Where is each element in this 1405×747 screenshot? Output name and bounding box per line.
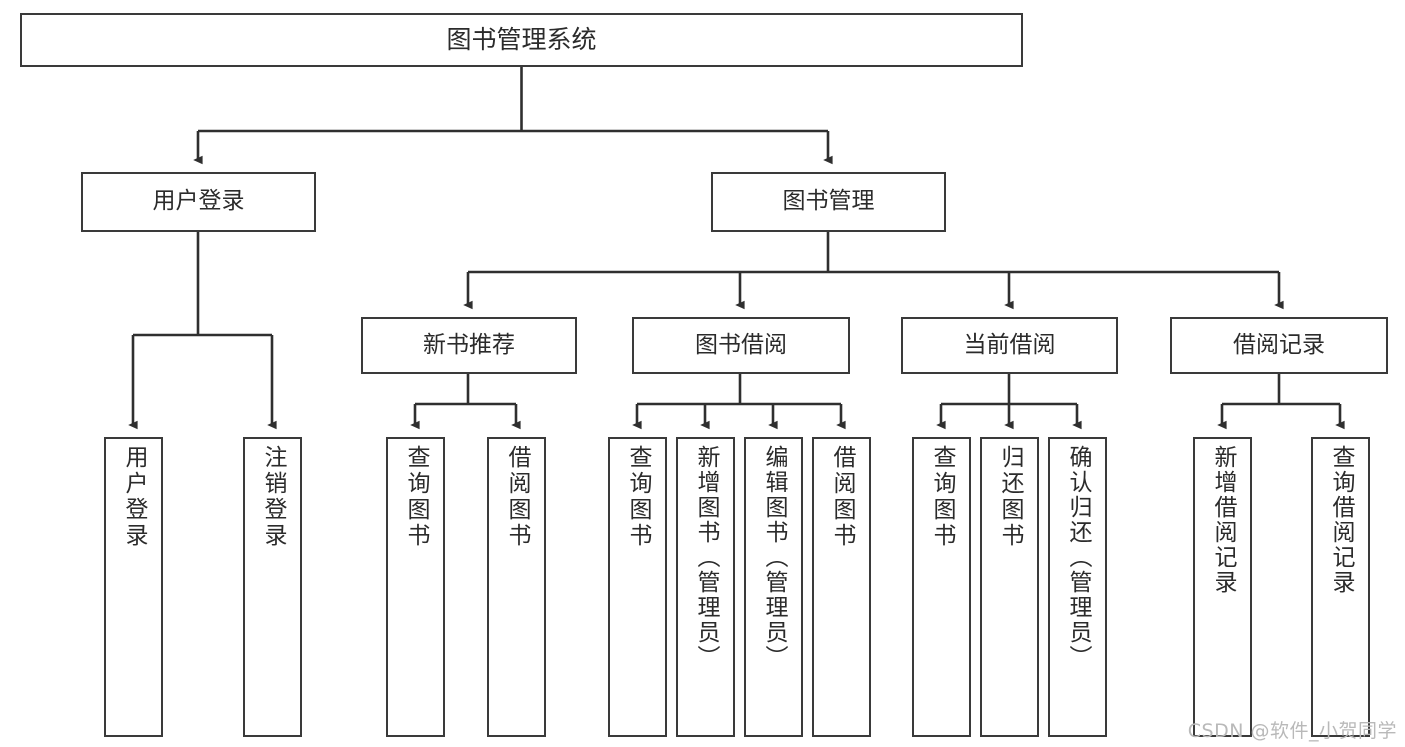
node-book-borrow-label: 图书借阅 <box>695 331 787 358</box>
node-leaf-borrow-add[interactable]: 新增图书（管理员） <box>676 437 735 737</box>
node-leaf-rec-add[interactable]: 新增借阅记录 <box>1193 437 1252 737</box>
node-leaf-borrow-add-label: 新增图书（管理员） <box>693 445 719 670</box>
node-leaf-borrow-do[interactable]: 借阅图书 <box>812 437 871 737</box>
node-leaf-borrow-edit[interactable]: 编辑图书（管理员） <box>744 437 803 737</box>
node-leaf-cur-confirm-label: 确认归还（管理员） <box>1065 445 1091 670</box>
node-current-borrow-label: 当前借阅 <box>963 331 1056 358</box>
node-new-book-rec[interactable]: 新书推荐 <box>361 317 577 374</box>
node-user-login-label: 用户登录 <box>152 188 245 215</box>
node-leaf-borrow-query-label: 查询图书 <box>625 445 651 549</box>
node-book-manage[interactable]: 图书管理 <box>711 172 946 232</box>
csdn-watermark: CSDN @软件_小贺同学 <box>1187 720 1397 742</box>
node-leaf-cur-return-label: 归还图书 <box>997 445 1023 549</box>
node-leaf-rec-query-record[interactable]: 查询借阅记录 <box>1311 437 1370 737</box>
node-leaf-rec-add-label: 新增借阅记录 <box>1210 445 1236 595</box>
node-leaf-rec-borrow[interactable]: 借阅图书 <box>487 437 546 737</box>
node-new-book-rec-label: 新书推荐 <box>423 331 515 358</box>
node-leaf-rec-query-record-label: 查询借阅记录 <box>1328 445 1354 595</box>
node-leaf-user-login-label: 用户登录 <box>121 445 147 549</box>
node-leaf-cur-query[interactable]: 查询图书 <box>912 437 971 737</box>
node-leaf-cur-query-label: 查询图书 <box>929 445 955 549</box>
node-leaf-rec-query-label: 查询图书 <box>403 445 429 549</box>
node-root[interactable]: 图书管理系统 <box>20 13 1023 67</box>
node-book-borrow[interactable]: 图书借阅 <box>632 317 850 374</box>
node-leaf-user-login[interactable]: 用户登录 <box>104 437 163 737</box>
node-user-login[interactable]: 用户登录 <box>81 172 316 232</box>
node-leaf-borrow-query[interactable]: 查询图书 <box>608 437 667 737</box>
node-root-label: 图书管理系统 <box>446 25 597 54</box>
node-borrow-record-label: 借阅记录 <box>1233 331 1325 358</box>
node-borrow-record[interactable]: 借阅记录 <box>1170 317 1388 374</box>
node-leaf-rec-borrow-label: 借阅图书 <box>504 445 530 549</box>
node-current-borrow[interactable]: 当前借阅 <box>901 317 1118 374</box>
node-leaf-cur-return[interactable]: 归还图书 <box>980 437 1039 737</box>
node-book-manage-label: 图书管理 <box>782 188 875 215</box>
node-leaf-user-logout[interactable]: 注销登录 <box>243 437 302 737</box>
node-leaf-user-logout-label: 注销登录 <box>260 445 286 549</box>
node-leaf-cur-confirm[interactable]: 确认归还（管理员） <box>1048 437 1107 737</box>
node-leaf-borrow-edit-label: 编辑图书（管理员） <box>761 445 787 670</box>
node-leaf-borrow-do-label: 借阅图书 <box>829 445 855 549</box>
node-leaf-rec-query[interactable]: 查询图书 <box>386 437 445 737</box>
